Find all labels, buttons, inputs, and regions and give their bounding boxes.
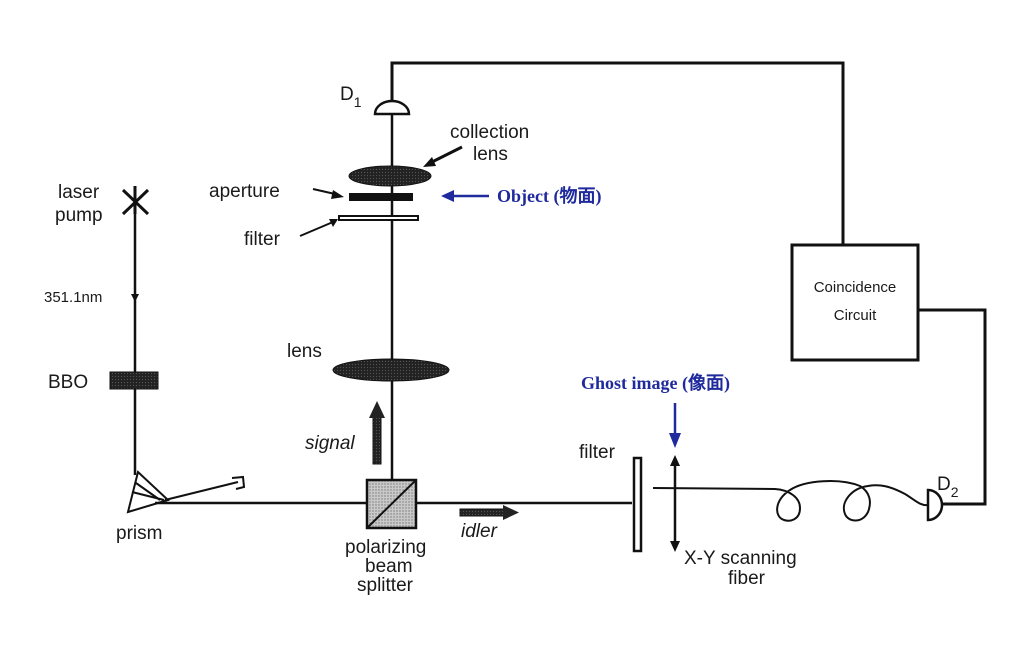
aperture — [349, 193, 413, 201]
beam-direction-arrow-icon — [131, 294, 139, 302]
beam-splitter-label-line1: polarizing — [345, 537, 426, 558]
xy-scan-arrow-icon — [670, 455, 680, 552]
aperture-pointer — [312, 188, 336, 195]
aperture-pointer-head-icon — [331, 190, 344, 199]
ghost-image-pointer-head-icon — [669, 433, 681, 448]
collection-lens-pointer-head-icon — [423, 157, 436, 167]
wavelength-label: 351.1nm — [44, 289, 102, 306]
coincidence-circuit-box — [790, 243, 920, 362]
scanning-fiber-label-line1: X-Y scanning — [684, 548, 797, 569]
bbo-label: BBO — [48, 372, 88, 393]
signal-label: signal — [305, 433, 355, 454]
prism-icon — [126, 470, 170, 514]
idler-arrow-icon — [459, 505, 519, 520]
detector-d1-icon — [373, 99, 411, 116]
beam-dump-icon — [231, 475, 246, 490]
detector-d1-label: D1 — [340, 84, 362, 110]
scanning-fiber-label-line2: fiber — [728, 568, 766, 589]
signal-filter-label: filter — [244, 229, 281, 250]
laser-pump-label-line1: laser — [58, 182, 100, 203]
lens-label: lens — [287, 341, 322, 362]
collection-lens-label-line2: lens — [473, 144, 508, 165]
signal-filter-pointer — [299, 221, 334, 237]
beam-splitter-label-line2: beam — [365, 556, 413, 577]
signal-filter — [338, 215, 419, 221]
collection-lens — [348, 165, 432, 187]
signal-filter-pointer-head-icon — [329, 219, 338, 227]
deflected-pump-beam — [164, 481, 239, 501]
d2-signal-wire — [918, 308, 987, 506]
idler-label: idler — [461, 521, 498, 542]
collection-lens-label-line1: collection — [450, 122, 529, 143]
aperture-label: aperture — [209, 181, 280, 202]
signal-arrow-icon — [369, 401, 385, 465]
coincidence-circuit-label-line2: Circuit — [834, 307, 877, 324]
collection-lens-pointer — [431, 145, 463, 164]
object-pointer-head-icon — [441, 190, 454, 202]
optical-fiber — [652, 480, 929, 522]
idler-filter — [632, 456, 643, 553]
ghost-image-annotation: Ghost image (像面) — [581, 373, 730, 394]
laser-pump-icon — [121, 186, 150, 216]
detector-d2-icon — [926, 488, 944, 522]
coincidence-circuit-label-line1: Coincidence — [814, 279, 897, 296]
bbo-crystal — [109, 371, 159, 390]
prism-label: prism — [116, 523, 162, 544]
detector-d2-label: D2 — [937, 474, 959, 500]
laser-pump-label-line2: pump — [55, 205, 103, 226]
imaging-lens — [332, 358, 450, 382]
d1-signal-wire — [390, 61, 845, 245]
object-annotation: Object (物面) — [497, 185, 601, 207]
idler-filter-label: filter — [579, 442, 616, 463]
beam-splitter-label-line3: splitter — [357, 575, 414, 596]
polarizing-beam-splitter — [365, 478, 418, 530]
